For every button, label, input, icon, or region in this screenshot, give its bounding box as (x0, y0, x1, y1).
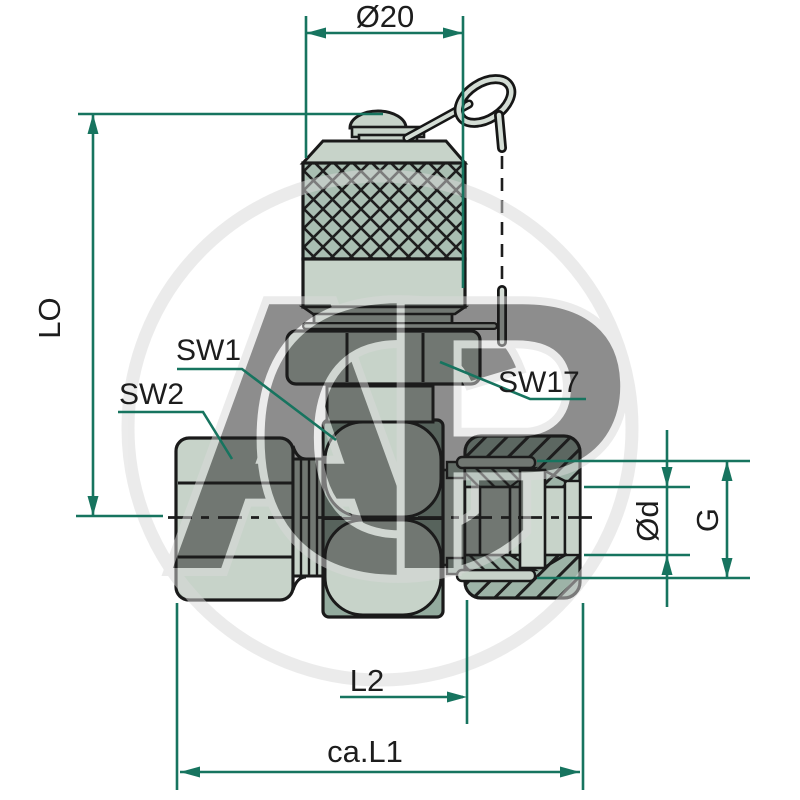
watermark: A G P (121, 169, 642, 687)
label-sw1: SW1 (176, 334, 241, 367)
sw17-leader (439, 360, 586, 401)
watermark-letter-g: G (244, 217, 551, 659)
diad-extension-lines (584, 485, 690, 557)
cone-edges (544, 469, 568, 569)
label-sw17: SW17 (498, 366, 580, 399)
sw2-leader (118, 410, 234, 460)
watermark-letter-a: A (157, 214, 442, 656)
dimension-arrowheads (87, 27, 733, 778)
lo-extension-lines (76, 112, 383, 518)
watermark-letter-p: P (374, 214, 637, 656)
sw1-leader (177, 367, 337, 442)
dim-thread-text: G (690, 508, 725, 532)
lanyard-assembly (302, 74, 517, 347)
hex-nut-sw17 (285, 329, 482, 386)
dim-bore-diameter-text: Ød (630, 500, 665, 541)
dim-cap-diameter-text: Ø20 (356, 0, 415, 34)
dim-overall-length-text: ca.L1 (327, 734, 403, 769)
g-extension-lines (537, 459, 750, 580)
right-union-nut-cutaway (455, 434, 582, 600)
dim-l2-text: L2 (350, 663, 384, 698)
dia20-extension-lines (304, 16, 465, 288)
stem-column (325, 384, 435, 424)
dim-height-text: LO (32, 297, 67, 338)
watermark-circle (121, 169, 639, 687)
label-sw2: SW2 (119, 378, 184, 411)
cal1-extension-lines (175, 603, 585, 790)
inner-sleeve (518, 468, 547, 570)
